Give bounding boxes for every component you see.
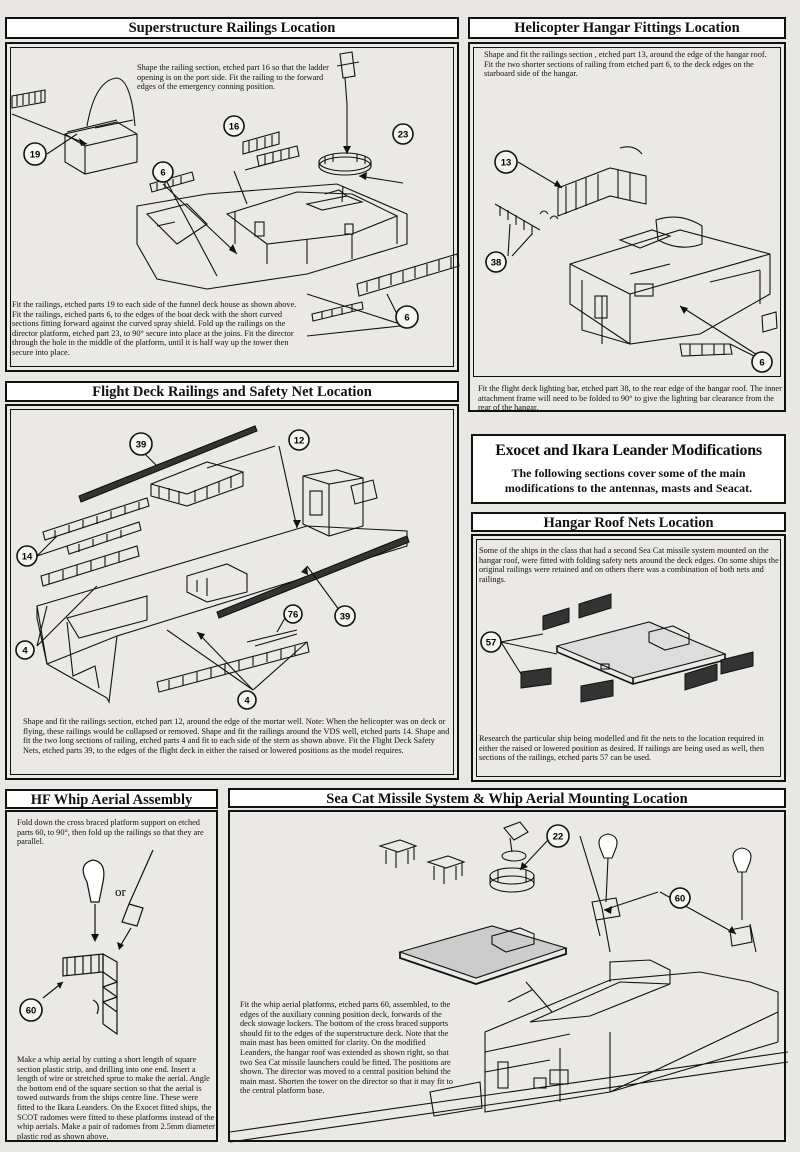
svg-text:14: 14: [22, 552, 33, 563]
svg-text:4: 4: [22, 646, 28, 657]
hf-whip-panel: Fold down the cross braced platform supp…: [5, 810, 218, 1142]
hf-whip-diagram: or 60: [19, 849, 154, 1036]
flight-deck-note: Shape and fit the railings section, etch…: [23, 717, 450, 755]
helicopter-callouts: 13 38 6: [485, 150, 773, 373]
svg-text:6: 6: [160, 168, 165, 179]
superstructure-note-top: Shape the railing section, etched part 1…: [137, 63, 329, 92]
svg-text:6: 6: [759, 358, 764, 369]
hf-whip-or-label: or: [115, 884, 127, 899]
svg-text:19: 19: [30, 150, 41, 161]
hangar-nets-panel: Some of the ships in the class that had …: [471, 534, 786, 782]
flight-deck-title: Flight Deck Railings and Safety Net Loca…: [5, 381, 459, 402]
exocet-subtitle: The following sections cover some of the…: [504, 466, 753, 495]
hf-whip-note-top: Fold down the cross braced platform supp…: [17, 818, 204, 847]
svg-text:13: 13: [501, 158, 512, 169]
helicopter-title: Helicopter Hangar Fittings Location: [468, 17, 786, 39]
hf-whip-title: HF Whip Aerial Assembly: [5, 789, 218, 809]
hangar-nets-callouts: 57: [480, 631, 502, 653]
flight-deck-inner-frame: [10, 409, 454, 775]
hangar-nets-title: Hangar Roof Nets Location: [471, 512, 786, 532]
svg-text:22: 22: [553, 832, 564, 843]
svg-text:57: 57: [486, 638, 497, 649]
svg-text:16: 16: [229, 122, 240, 133]
svg-text:60: 60: [26, 1006, 37, 1017]
svg-text:4: 4: [244, 696, 250, 707]
seacat-title: Sea Cat Missile System & Whip Aerial Mou…: [228, 788, 786, 808]
superstructure-title: Superstructure Railings Location: [5, 17, 459, 39]
svg-text:39: 39: [340, 612, 351, 623]
svg-text:38: 38: [491, 258, 502, 269]
superstructure-callouts: 19 6 16 23 6: [23, 115, 419, 329]
hf-whip-callouts: 60: [19, 998, 43, 1022]
exocet-banner: Exocet and Ikara Leander Modifications T…: [471, 434, 786, 504]
hangar-nets-note-top: Some of the ships in the class that had …: [479, 546, 779, 584]
superstructure-inner-frame: [10, 47, 454, 367]
helicopter-note-bottom: Fit the flight deck lighting bar, etched…: [478, 384, 782, 413]
helicopter-inner-frame: [473, 47, 781, 377]
exocet-title: Exocet and Ikara Leander Modifications: [495, 442, 762, 459]
hangar-nets-inner-frame: [476, 539, 781, 777]
svg-text:60: 60: [675, 894, 686, 905]
svg-text:23: 23: [398, 130, 409, 141]
superstructure-diagram: 19 6 16 23 6: [11, 51, 460, 337]
flight-deck-panel: 39 12 14 76 39 4 4 Shape and fit the rai…: [5, 404, 459, 780]
svg-text:76: 76: [288, 610, 299, 621]
seacat-note: Fit the whip aerial platforms, etched pa…: [240, 1000, 453, 1096]
helicopter-panel: Shape and fit the railings section , etc…: [468, 42, 786, 412]
seacat-callouts: 22 60: [546, 824, 691, 909]
svg-text:6: 6: [404, 313, 409, 324]
hf-whip-note-bottom: Make a whip aerial by cutting a short le…: [17, 1055, 215, 1141]
superstructure-panel: Shape the railing section, etched part 1…: [5, 42, 460, 372]
seacat-diagram: 22 60: [229, 821, 789, 1143]
flight-deck-callouts: 39 12 14 76 39 4 4: [15, 429, 356, 710]
svg-text:12: 12: [294, 436, 305, 447]
hangar-nets-note-bottom: Research the particular ship being model…: [479, 734, 764, 763]
helicopter-diagram: 13 38 6: [485, 146, 778, 373]
helicopter-note-top: Shape and fit the railings section , etc…: [484, 50, 767, 79]
svg-text:39: 39: [136, 440, 147, 451]
seacat-panel: 22 60 Fit the whip aerial platforms, etc…: [228, 810, 789, 1143]
hangar-nets-diagram: 57: [480, 593, 754, 703]
superstructure-note-bottom: Fit the railings, etched parts 19 to eac…: [12, 300, 297, 357]
flight-deck-diagram: 39 12 14 76 39 4 4: [15, 425, 410, 710]
